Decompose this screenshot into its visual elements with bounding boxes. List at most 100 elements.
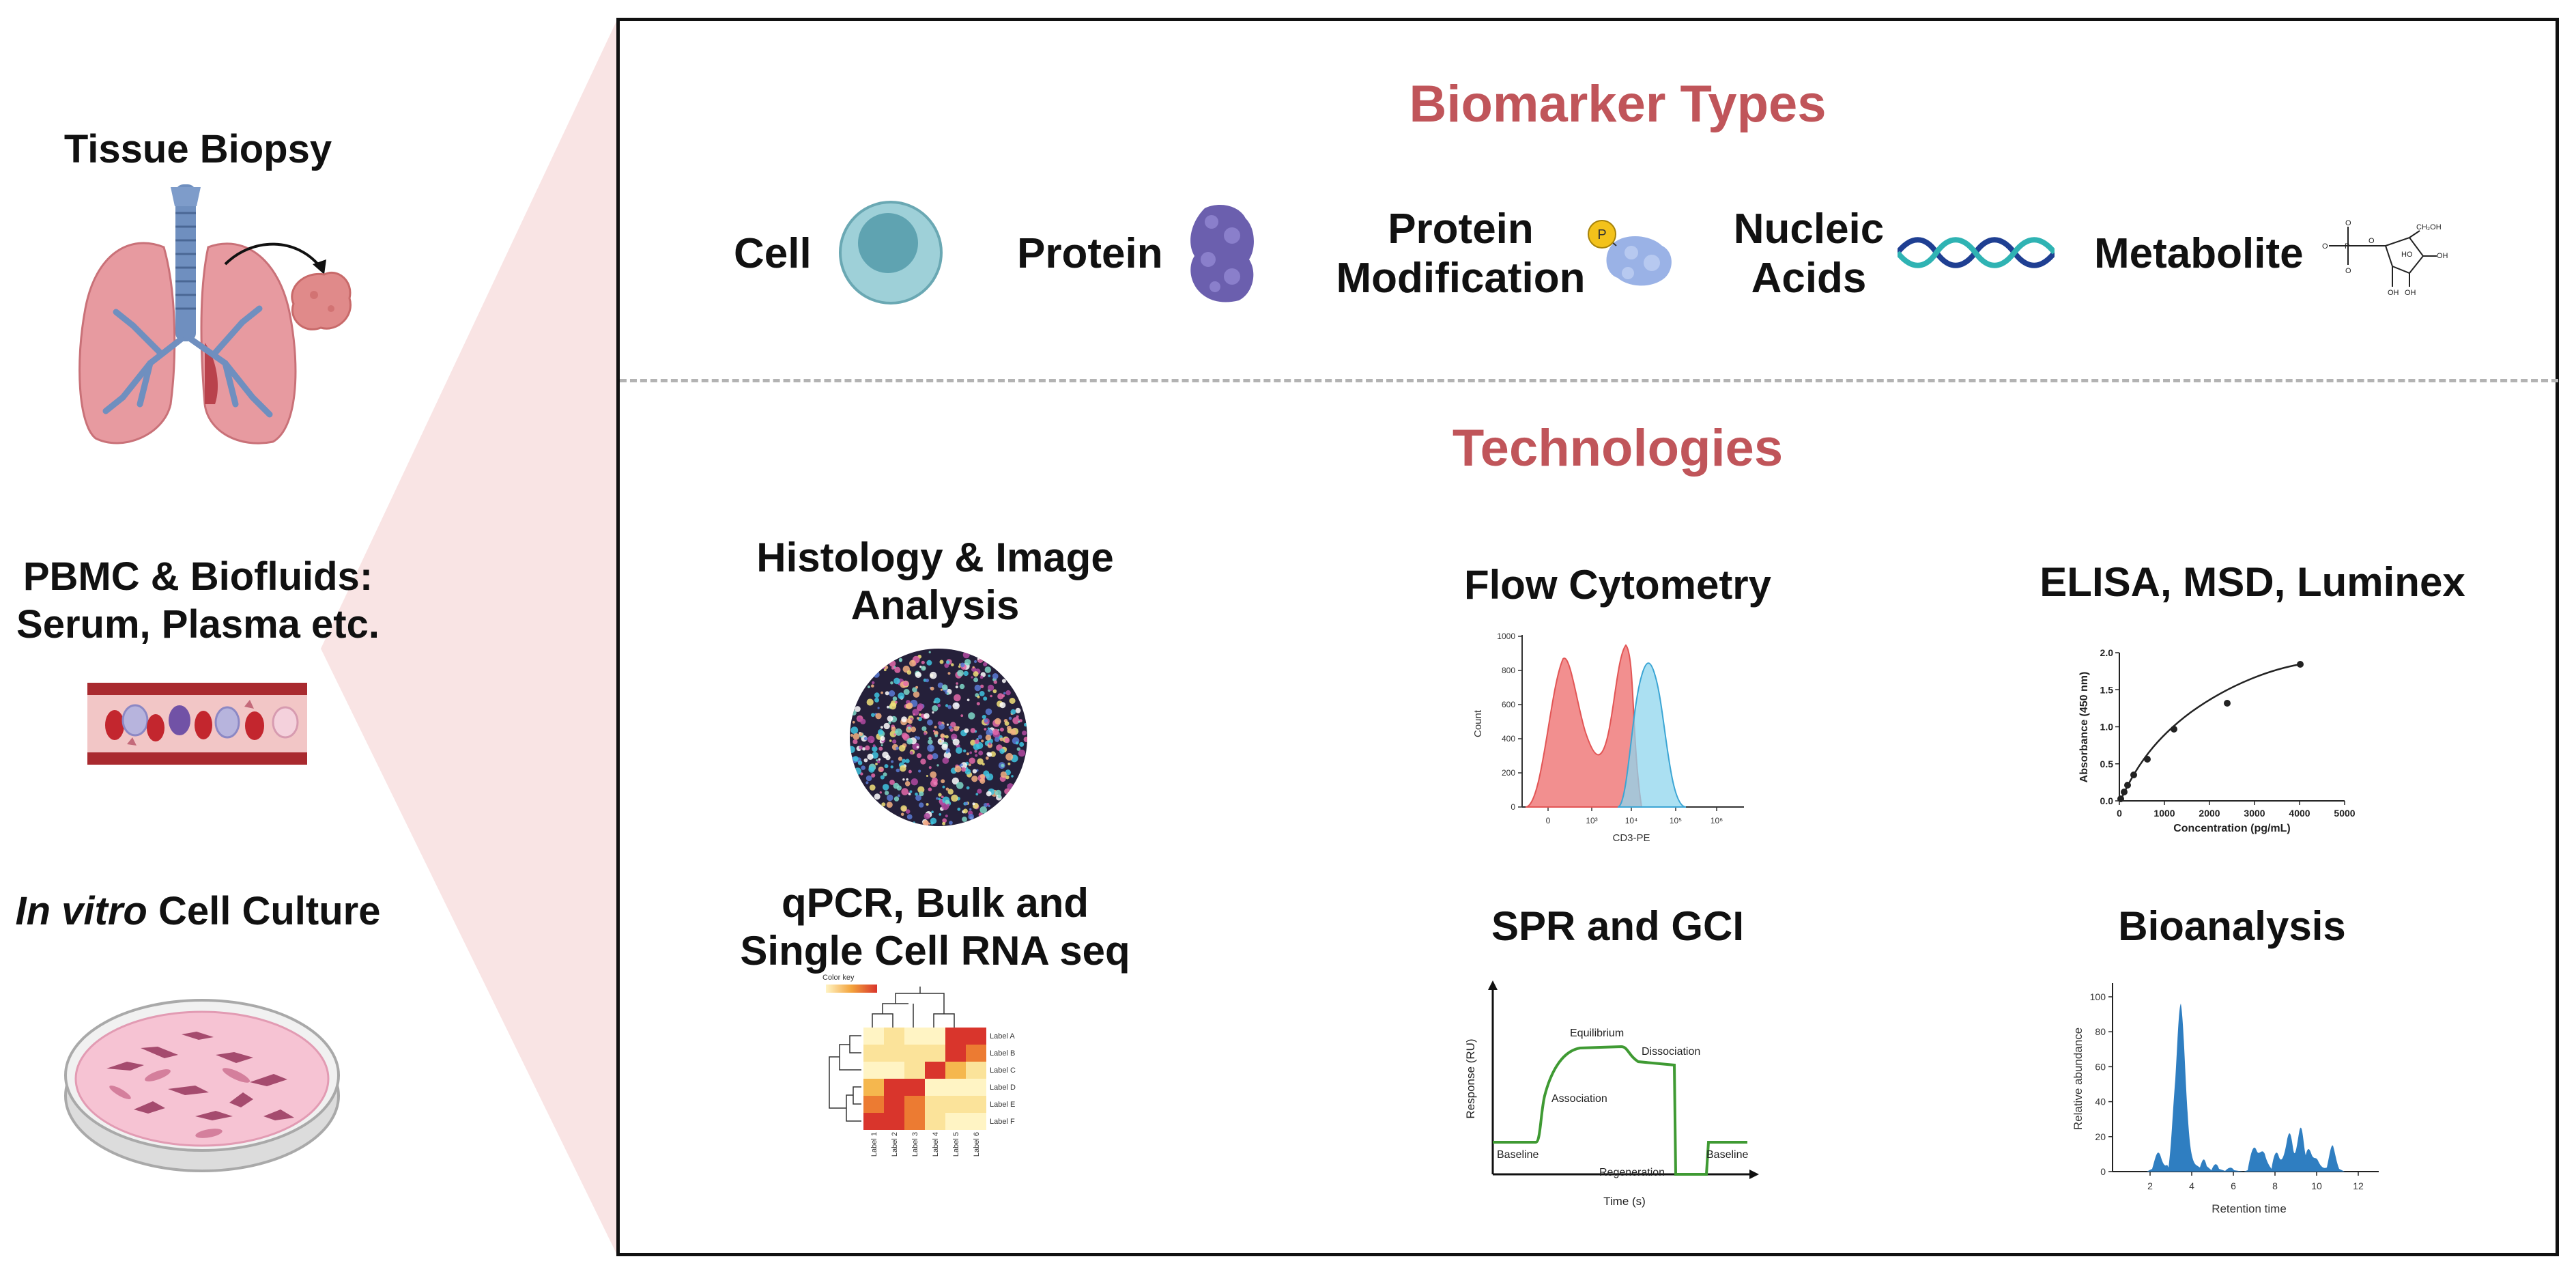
histology-cell [895,700,898,704]
histology-cell [941,744,948,750]
histology-cell [943,751,951,759]
nucleic-acids-label: Nucleic Acids [1706,205,1911,303]
histology-cell [960,762,967,769]
histology-cell [964,802,969,806]
heatmap-column-label: Label 3 [911,1132,919,1157]
heatmap-cell [904,1045,925,1062]
histology-cell [981,739,984,743]
histology-image [850,649,1027,826]
bio-y-tick-label: 100 [2090,991,2106,1002]
histology-cell [992,689,997,694]
heatmap-column-label: Label 5 [952,1132,960,1157]
histology-cell [956,782,964,789]
histology-cell [930,817,937,824]
heatmap-cell [925,1079,945,1096]
histology-cell [945,748,951,753]
histology-cell [942,821,946,825]
histology-cell [973,744,980,750]
heatmap-cell [966,1113,986,1130]
histology-cell [984,718,988,723]
histology-cell [1018,720,1020,723]
histology-cell [937,682,943,688]
histology-cell [868,766,875,773]
histology-cell [875,763,878,765]
histology-cell [916,746,919,749]
histology-cell [891,726,896,732]
histology-cell [984,728,987,731]
histology-cell [879,791,882,794]
histology-cell [945,704,949,707]
bio-x-tick-label: 10 [2311,1180,2322,1191]
in-vitro-text: In vitro [15,889,147,933]
heatmap-column-label: Label 1 [870,1132,878,1157]
spr-dissociation-label: Dissociation [1642,1046,1700,1058]
flow-y-tick-label: 0 [1511,802,1515,812]
section-divider [620,379,2558,382]
histology-cell [853,733,860,740]
histology-cell [1000,771,1007,778]
histology-cell [887,716,893,722]
histology-cell [969,808,972,811]
svg-text:HO: HO [2401,251,2413,259]
histology-cell [934,697,941,704]
histology-cell [877,760,881,763]
histology-cell [970,739,976,746]
histology-cell [889,739,892,742]
histology-cell [999,702,1006,709]
histology-cell [904,781,911,787]
histology-cell [919,802,924,808]
histology-cell [934,734,938,737]
histology-cell [970,728,976,733]
histology-cell [975,793,979,796]
histology-cell [939,740,942,743]
histology-cell [986,791,992,797]
svg-text:O: O [2369,237,2375,245]
histology-cell [888,721,891,724]
cell-culture-text: Cell Culture [147,889,381,933]
phospho-tag: P [1597,227,1606,242]
protein-modification-line1: Protein [1388,206,1534,253]
histology-cell [955,685,958,689]
heatmap-row-label: Label B [990,1049,1015,1058]
histology-cell [994,737,1000,742]
histology-cell [928,787,932,791]
histology-cell [895,728,902,736]
histology-cell [882,666,885,669]
histology-cell [898,794,900,797]
histology-cell [936,797,939,800]
histology-cell [952,738,960,746]
elisa-y-tick-label: 1.5 [2100,684,2114,695]
histology-cell [862,747,866,751]
histology-cell [921,726,927,731]
histology-cell [877,707,880,709]
lungs-icon [78,184,352,444]
heatmap-cell [925,1113,945,1130]
heatmap-row-label: Label F [990,1118,1015,1126]
histology-cell [912,687,917,693]
heatmap-cell [863,1028,884,1045]
histology-cell [850,733,853,737]
histology-cell [885,691,889,696]
histology-cell [928,651,931,653]
histology-cell [968,712,975,720]
histology-cell [926,803,929,806]
heatmap-cell [945,1113,966,1130]
histology-cell [960,662,965,668]
histology-cell [941,737,945,741]
histology-cell [951,733,958,740]
histology-cell [947,804,950,807]
elisa-curve [2119,663,2301,801]
dna-helix-icon [1898,237,2055,268]
histology-cells [850,651,1027,826]
histology-cell [1010,729,1016,735]
histology-cell [909,660,916,667]
heatmap-cell [925,1096,945,1113]
histology-cell [924,812,930,820]
histology-cell [957,807,961,811]
heatmap-cell [884,1113,904,1130]
histology-cell [857,761,863,765]
histology-cell [875,713,882,720]
histology-cell [916,736,920,740]
